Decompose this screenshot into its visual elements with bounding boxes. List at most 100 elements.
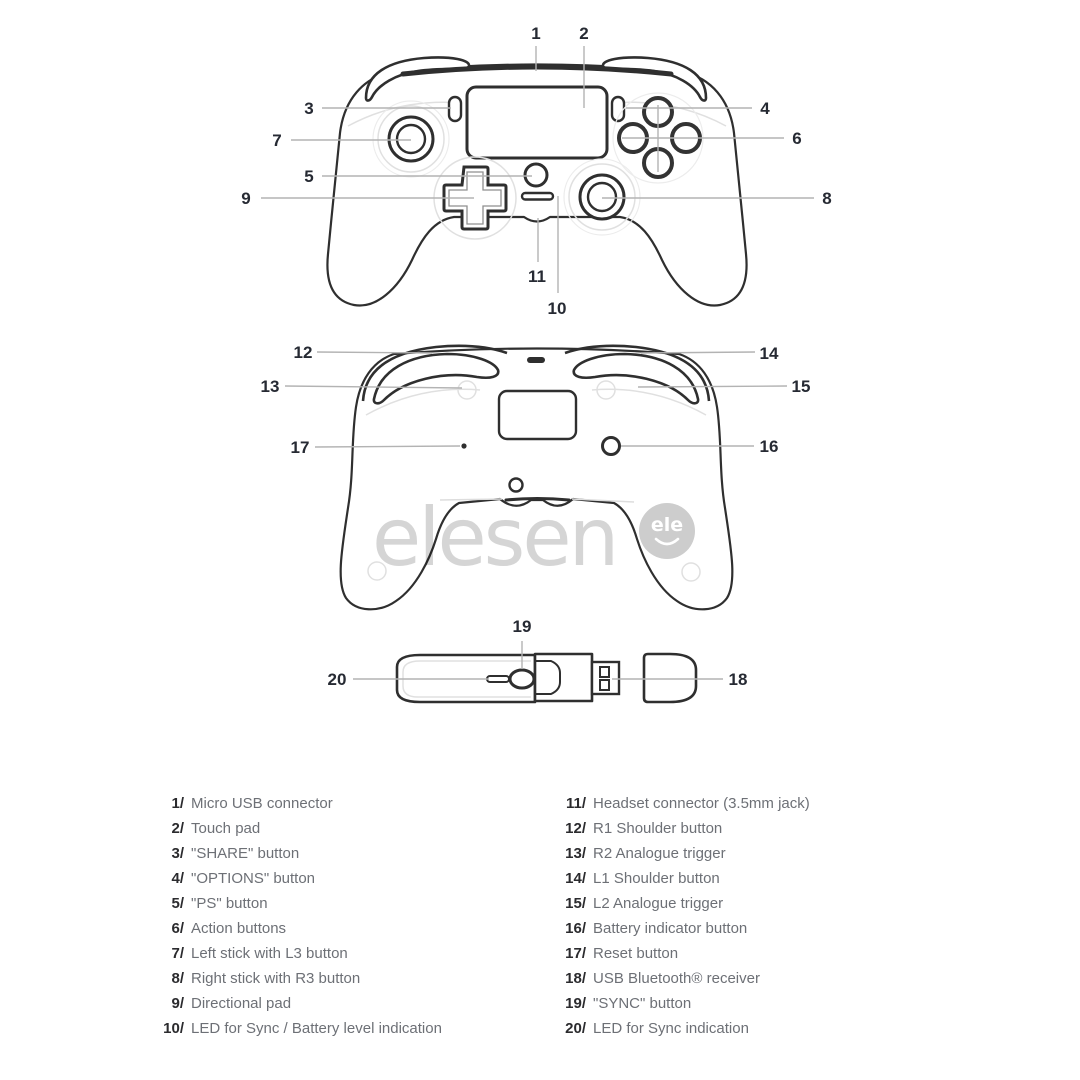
legend-num: 2/ [171,820,184,837]
legend-num: 13/ [565,845,586,862]
legend-label: Right stick with R3 button [191,970,361,987]
callout-13: 13 [261,377,280,396]
micro-usb-top-edge [400,64,674,77]
left-stick-cap [395,123,427,155]
legend-label: L1 Shoulder button [593,870,720,887]
callout-10: 10 [548,299,567,318]
callout-16: 16 [760,437,779,456]
sync-button [508,668,536,690]
callout-11: 11 [528,267,546,286]
legend-num: 12/ [565,820,586,837]
callout-20: 20 [328,670,347,689]
left-stick-recess [377,105,445,173]
legend-item-16: 16/Battery indicator button [552,916,952,941]
legend-label: Directional pad [191,995,292,1012]
legend-item-4: 4/"OPTIONS" button [150,866,550,891]
back-bottom-faint-left [439,498,503,501]
legend-label: Touch pad [191,820,261,837]
callout-3: 3 [304,99,313,118]
legend-item-8: 8/Right stick with R3 button [150,966,550,991]
callout-18: 18 [729,670,748,689]
callout-7: 7 [272,131,281,150]
dpad [442,165,508,231]
legend-item-17: 17/Reset button [552,941,952,966]
callout-4: 4 [760,99,770,118]
legend-label: R1 Shoulder button [593,820,723,837]
usb-hole-bottom [599,679,610,691]
legend-label: LED for Sync / Battery level indication [191,1020,442,1037]
back-label-plate [497,389,578,441]
callout-19: 19 [513,617,532,636]
legend-num: 1/ [171,795,184,812]
legend-item-6: 6/Action buttons [150,916,550,941]
controller-back-diagram: 12 13 14 15 17 16 [261,343,811,611]
callout-8: 8 [822,189,831,208]
callout-14: 14 [760,344,779,363]
legend-num: 5/ [171,895,184,912]
legend-item-11: 11/Headset connector (3.5mm jack) [552,791,952,816]
callout-17: 17 [291,438,310,457]
legend-num: 18/ [565,970,586,987]
legend-item-19: 19/ "SYNC" button [552,991,952,1016]
back-screw-bottom-right [681,562,701,582]
leader-14 [640,351,756,354]
legend-item-12: 12/R1 Shoulder button [552,816,952,841]
dpad-inner-line [448,171,502,225]
back-screw-bottom-left [367,561,387,581]
legend-label: Action buttons [191,920,287,937]
callout-15: 15 [792,377,811,396]
legend-num: 8/ [171,970,184,987]
legend-label: LED for Sync indication [593,1020,749,1037]
legend-label: "PS" button [191,895,268,912]
right-stick-cap [586,181,618,213]
legend-item-1: 1/Micro USB connector [150,791,550,816]
legend-item-5: 5/ "PS" button [150,891,550,916]
right-stick-recess-outer [563,158,641,236]
battery-indicator-button [601,436,621,456]
legend-num: 6/ [171,920,184,937]
touchpad [465,85,609,160]
left-stick-recess-outer [372,100,450,178]
legend-num: 14/ [565,870,586,887]
usb-receiver-diagram: 19 20 18 [328,617,748,704]
back-right-seam [591,388,707,416]
legend-label: Headset connector (3.5mm jack) [593,795,810,812]
leader-17 [314,445,461,448]
legend-left-column: 1/Micro USB connector 2/Touch pad 3/ "SHA… [150,791,550,1041]
legend-label: "SYNC" button [593,995,692,1012]
legend-item-10: 10/LED for Sync / Battery level indicati… [150,1016,550,1041]
watermark-text: elesen [372,491,619,584]
legend-num: 9/ [171,995,184,1012]
legend-right-column: 11/Headset connector (3.5mm jack) 12/R1 … [552,791,952,1041]
legend-label: "OPTIONS" button [191,870,316,887]
right-stick-recess [568,163,636,231]
back-screw-top-right [596,380,616,400]
legend-num: 19/ [565,995,586,1012]
callout-12: 12 [294,343,313,362]
callout-2: 2 [579,24,588,43]
back-left-seam [365,388,481,416]
legend-label: Micro USB connector [191,795,333,812]
leader-13 [284,385,463,389]
legend-num: 10/ [163,1020,184,1037]
legend-item-2: 2/Touch pad [150,816,550,841]
leader-12 [316,351,433,354]
ps-button [523,162,549,188]
controller-front-diagram: 1 2 3 4 7 6 5 9 8 11 10 [241,24,831,318]
reset-button-hole [461,443,467,449]
legend-num: 11/ [565,795,586,812]
back-left-shoulder-arc [361,344,508,402]
legend-label: "SHARE" button [191,845,300,862]
legend-num: 3/ [171,845,184,862]
legend-item-3: 3/ "SHARE" button [150,841,550,866]
back-screw-top-left [457,380,477,400]
legend-item-15: 15/L2 Analogue trigger [552,891,952,916]
legend-label: Left stick with L3 button [191,945,348,962]
legend-item-20: 20/LED for Sync indication [552,1016,952,1041]
back-bottom-center-edge [504,497,571,502]
legend-num: 20/ [565,1020,586,1037]
watermark-badge: ele [639,503,695,559]
legend-label: USB Bluetooth® receiver [593,970,760,987]
legend-item-9: 9/Directional pad [150,991,550,1016]
watermark-badge-circle [639,503,695,559]
